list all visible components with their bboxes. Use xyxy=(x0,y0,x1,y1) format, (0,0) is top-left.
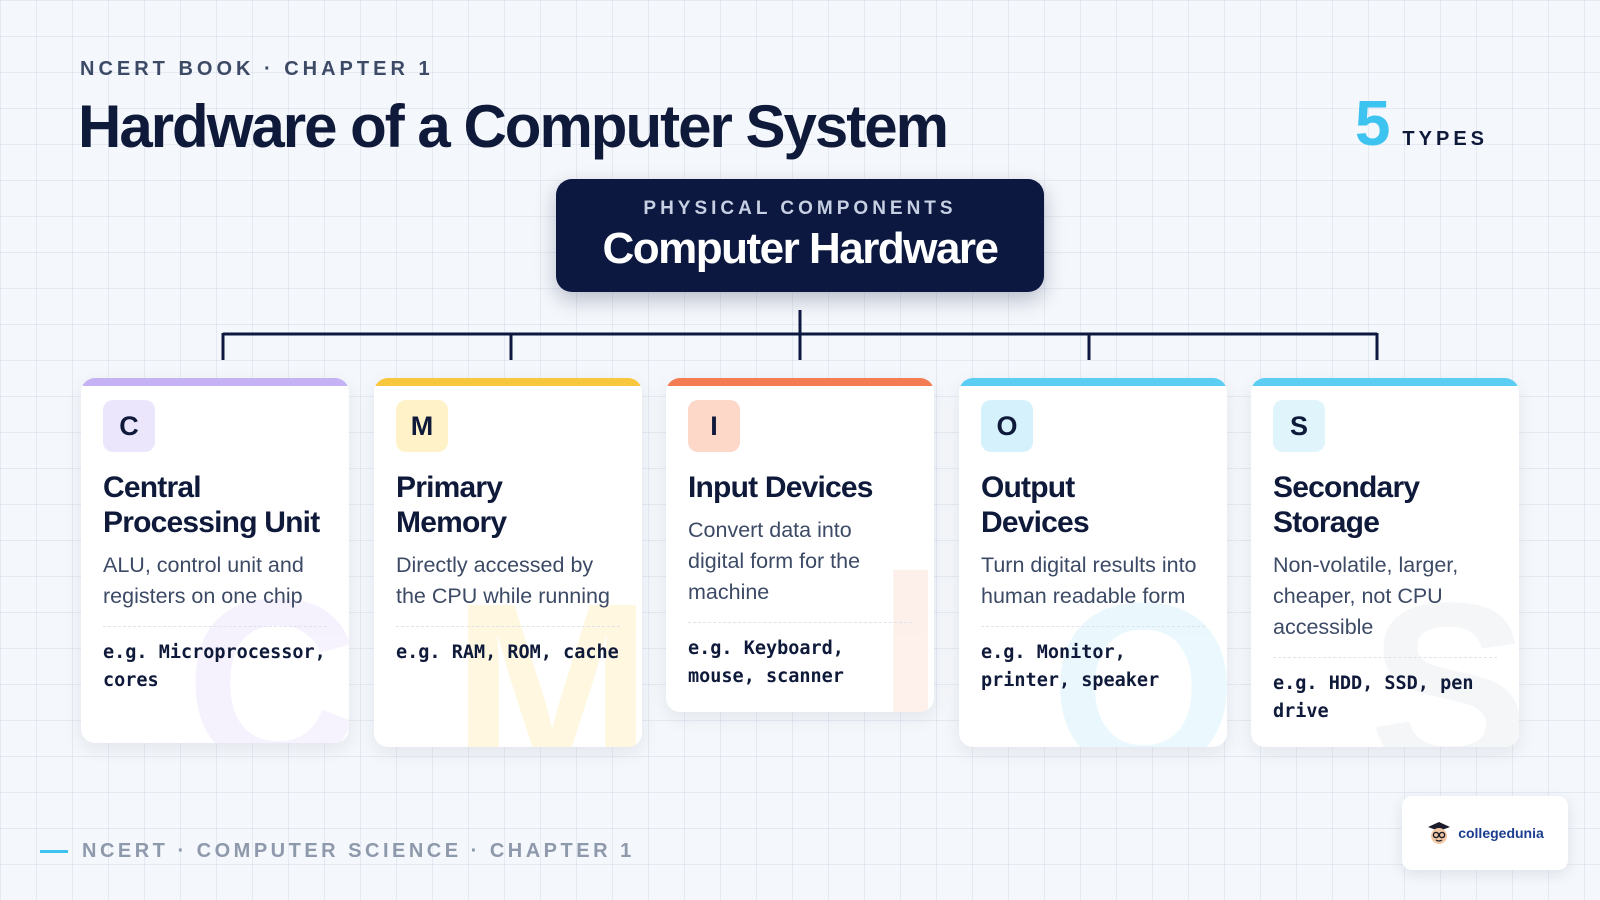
brand-logo[interactable]: collegedunia xyxy=(1402,796,1568,870)
card-title: Central Processing Unit xyxy=(103,471,320,539)
card-example: e.g. Keyboard, mouse, scanner xyxy=(688,638,844,687)
card-description: Non-volatile, larger, cheaper, not CPU a… xyxy=(1273,553,1459,639)
card-letter-badge: S xyxy=(1273,400,1325,452)
footer-text: NCERT · COMPUTER SCIENCE · CHAPTER 1 xyxy=(82,840,635,862)
card-example: e.g. RAM, ROM, cache xyxy=(396,642,619,663)
card-accent-bar xyxy=(374,378,642,386)
card-letter-badge: C xyxy=(103,400,155,452)
card-divider xyxy=(103,626,327,627)
card-title: Output Devices xyxy=(981,471,1090,539)
card-input-devices: I I Input Devices Convert data into digi… xyxy=(666,378,934,712)
root-title: Computer Hardware xyxy=(602,223,999,273)
card-watermark-letter: C xyxy=(185,549,349,743)
card-accent-bar xyxy=(666,378,934,386)
card-description: ALU, control unit and registers on one c… xyxy=(103,553,304,608)
page-title: Hardware of a Computer System xyxy=(78,93,949,160)
card-example: e.g. Monitor, printer, speaker xyxy=(981,642,1160,691)
card-title: Input Devices xyxy=(688,471,873,504)
card-divider xyxy=(1273,657,1497,658)
card-primary-memory: M M Primary Memory Directly accessed by … xyxy=(374,378,642,747)
card-watermark-letter: O xyxy=(1050,553,1227,747)
types-count-number: 5 xyxy=(1354,87,1391,159)
card-letter-badge: O xyxy=(981,400,1033,452)
card-watermark-letter: M xyxy=(452,553,642,747)
card-divider xyxy=(688,622,912,623)
root-node: PHYSICAL COMPONENTS Computer Hardware xyxy=(556,179,1044,292)
card-divider xyxy=(396,626,620,627)
card-secondary-storage: S S Secondary Storage Non-volatile, larg… xyxy=(1251,378,1519,747)
footer-accent-line xyxy=(40,850,68,853)
card-description: Directly accessed by the CPU while runni… xyxy=(396,553,610,608)
types-count: 5 TYPES xyxy=(1355,86,1488,160)
card-accent-bar xyxy=(81,378,349,386)
card-divider xyxy=(981,626,1205,627)
page-eyebrow: NCERT BOOK · CHAPTER 1 xyxy=(80,58,434,80)
card-output-devices: O O Output Devices Turn digital results … xyxy=(959,378,1227,747)
card-accent-bar xyxy=(1251,378,1519,386)
card-description: Turn digital results into human readable… xyxy=(981,553,1197,608)
mascot-icon xyxy=(1428,822,1451,844)
card-letter-badge: I xyxy=(688,400,740,452)
root-subtitle: PHYSICAL COMPONENTS xyxy=(643,197,957,219)
footer: NCERT · COMPUTER SCIENCE · CHAPTER 1 xyxy=(40,840,635,863)
card-title: Secondary Storage xyxy=(1273,471,1420,539)
card-title: Primary Memory xyxy=(396,471,507,539)
types-count-label: TYPES xyxy=(1402,128,1488,150)
card-example: e.g. Microprocessor, cores xyxy=(103,642,326,691)
card-description: Convert data into digital form for the m… xyxy=(688,518,861,604)
card-letter-badge: M xyxy=(396,400,448,452)
card-cpu: C C Central Processing Unit ALU, control… xyxy=(81,378,349,743)
card-accent-bar xyxy=(959,378,1227,386)
card-example: e.g. HDD, SSD, pen drive xyxy=(1273,673,1474,722)
brand-logo-text: collegedunia xyxy=(1458,825,1544,841)
